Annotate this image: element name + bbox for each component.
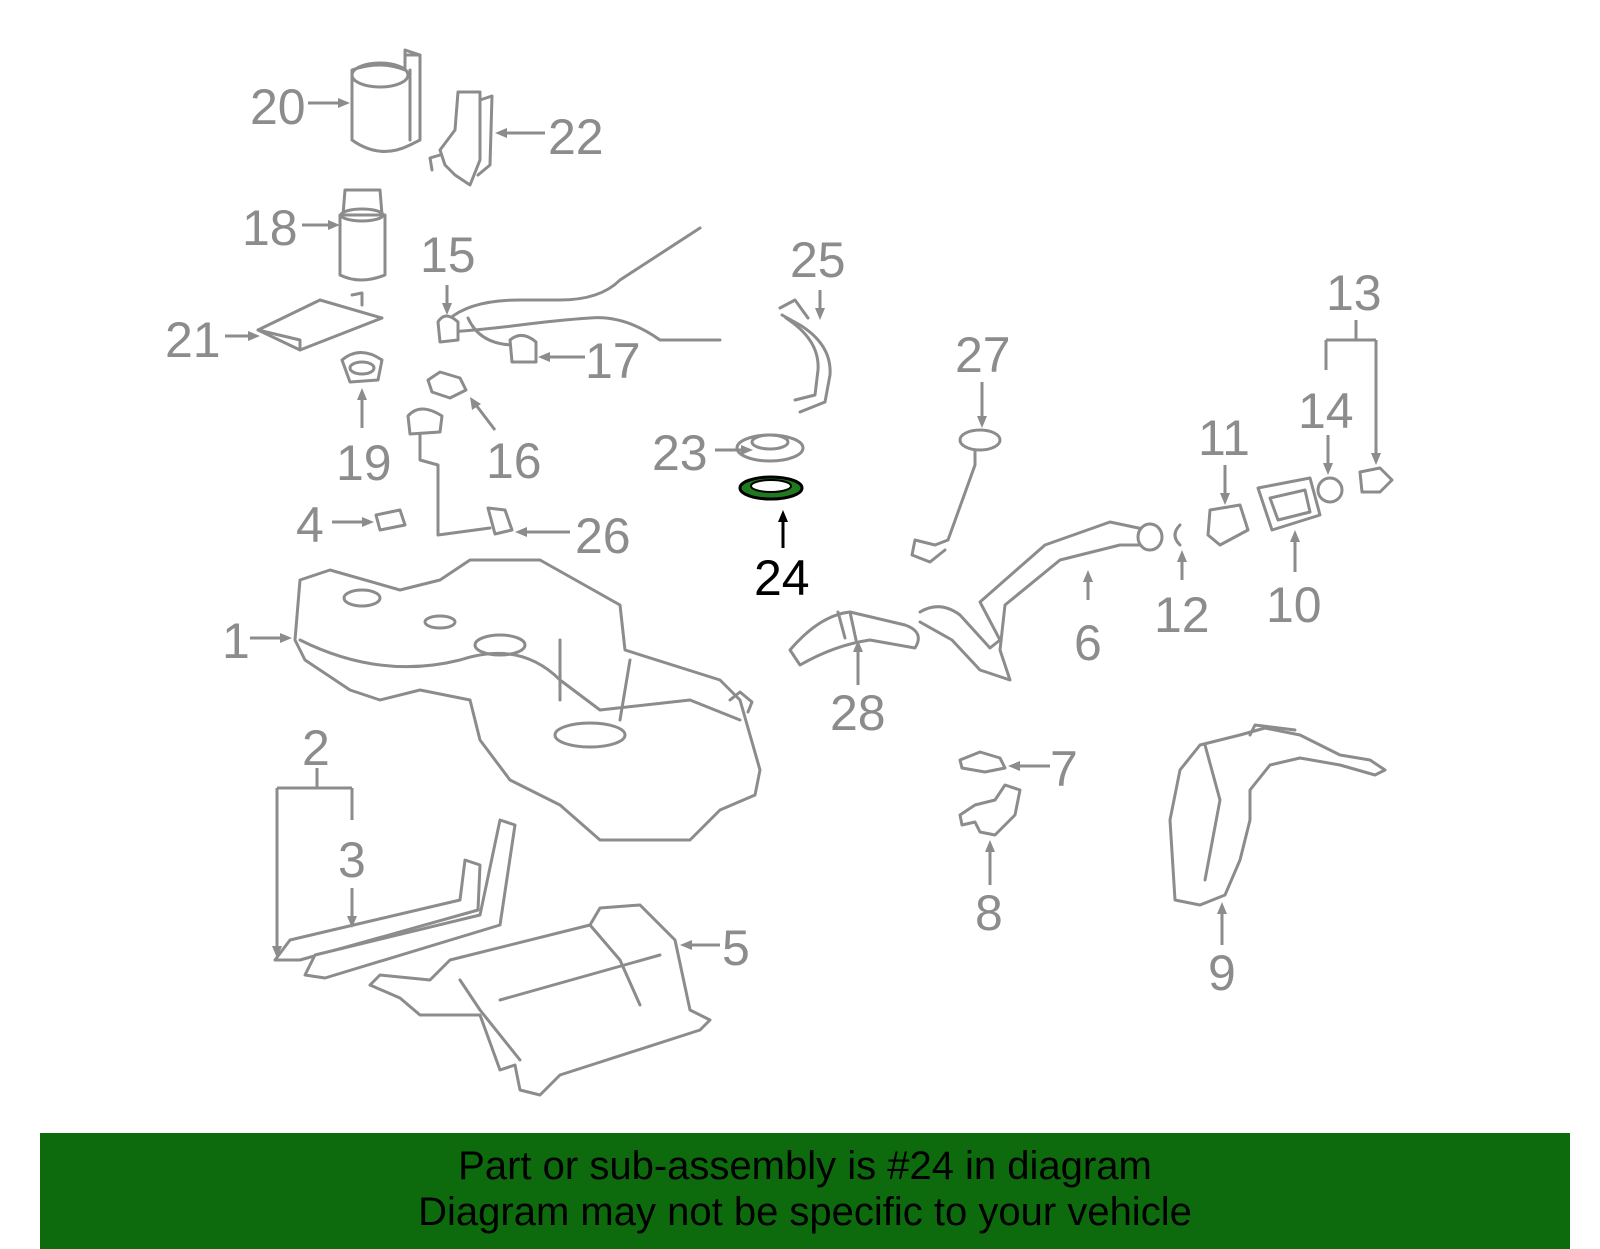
parts-diagram: 20 22 18 15 25 13 21 17 27 14 19: [165, 48, 1394, 1097]
callout-19: 19: [336, 388, 392, 491]
svg-text:4: 4: [296, 497, 324, 553]
callout-8: 8: [975, 840, 1003, 941]
callout-17: 17: [538, 333, 641, 389]
callout-18: 18: [242, 200, 340, 256]
svg-text:26: 26: [575, 508, 631, 564]
svg-text:8: 8: [975, 885, 1003, 941]
callout-27: 27: [955, 327, 1011, 428]
callout-4: 4: [296, 497, 374, 553]
callout-20: 20: [250, 79, 350, 135]
part-9-liner: [1168, 723, 1387, 907]
part-28: [788, 610, 920, 667]
part-13: [1358, 466, 1394, 494]
part-10: [1256, 476, 1322, 532]
callout-24: 24: [754, 510, 810, 606]
svg-text:7: 7: [1050, 741, 1078, 797]
svg-text:10: 10: [1266, 577, 1322, 633]
callout-16: 16: [470, 397, 542, 489]
part-2-3-straps: [273, 818, 517, 980]
callout-13: 13: [1324, 265, 1382, 465]
callout-5: 5: [680, 920, 750, 976]
svg-text:6: 6: [1074, 615, 1102, 671]
part-11: [1206, 503, 1250, 547]
callout-11: 11: [1198, 410, 1250, 505]
part-26: [406, 407, 514, 537]
part-20: [350, 48, 422, 153]
part-19: [340, 351, 384, 384]
svg-text:23: 23: [652, 425, 708, 481]
callout-15: 15: [420, 227, 476, 315]
svg-text:1: 1: [222, 613, 250, 669]
callout-2-3: 2 3: [272, 720, 366, 958]
svg-text:16: 16: [486, 433, 542, 489]
svg-text:24: 24: [754, 550, 810, 606]
part-6: [918, 520, 1164, 682]
part-4: [374, 508, 407, 532]
part-25: [778, 298, 832, 414]
callout-1: 1: [222, 613, 292, 669]
svg-text:9: 9: [1208, 945, 1236, 1001]
banner-line-part-number: Part or sub-assembly is #24 in diagram: [458, 1144, 1152, 1188]
callout-9: 9: [1208, 902, 1236, 1001]
svg-text:5: 5: [722, 920, 750, 976]
part-24-gasket: [738, 475, 804, 501]
svg-text:25: 25: [790, 232, 846, 288]
part-23: [735, 433, 805, 463]
svg-text:20: 20: [250, 79, 306, 135]
svg-text:28: 28: [830, 685, 886, 741]
part-5: [368, 903, 712, 1097]
part-7: [958, 750, 1007, 774]
part-16: [426, 370, 468, 400]
part-15-17-fuel-lines: [436, 226, 722, 364]
part-18: [338, 188, 387, 282]
info-banner: Part or sub-assembly is #24 in diagram D…: [40, 1133, 1570, 1249]
svg-text:22: 22: [548, 109, 604, 165]
svg-text:19: 19: [336, 435, 392, 491]
svg-text:18: 18: [242, 200, 298, 256]
part-12: [1173, 523, 1182, 547]
callout-23: 23: [652, 425, 753, 481]
callout-28: 28: [830, 640, 886, 741]
part-27: [910, 428, 1002, 564]
part-14: [1316, 476, 1344, 504]
callout-21: 21: [165, 312, 260, 368]
svg-text:15: 15: [420, 227, 476, 283]
svg-text:12: 12: [1154, 587, 1210, 643]
svg-text:21: 21: [165, 312, 221, 368]
callout-22: 22: [495, 109, 604, 165]
svg-text:14: 14: [1298, 383, 1354, 439]
part-22: [428, 90, 494, 187]
svg-text:2: 2: [302, 720, 330, 776]
callout-6: 6: [1074, 570, 1102, 671]
callout-14: 14: [1298, 383, 1354, 475]
callout-10: 10: [1266, 530, 1322, 633]
part-8: [958, 783, 1022, 837]
callout-26: 26: [515, 508, 631, 564]
svg-text:17: 17: [585, 333, 641, 389]
callout-25: 25: [790, 232, 846, 320]
svg-text:13: 13: [1326, 265, 1382, 321]
banner-line-disclaimer: Diagram may not be specific to your vehi…: [418, 1190, 1192, 1234]
svg-text:11: 11: [1198, 410, 1250, 466]
callout-7: 7: [1008, 741, 1078, 797]
part-1-fuel-tank: [293, 558, 762, 842]
part-21: [256, 291, 384, 352]
svg-text:27: 27: [955, 327, 1011, 383]
callout-12: 12: [1154, 550, 1210, 643]
svg-text:3: 3: [338, 832, 366, 888]
